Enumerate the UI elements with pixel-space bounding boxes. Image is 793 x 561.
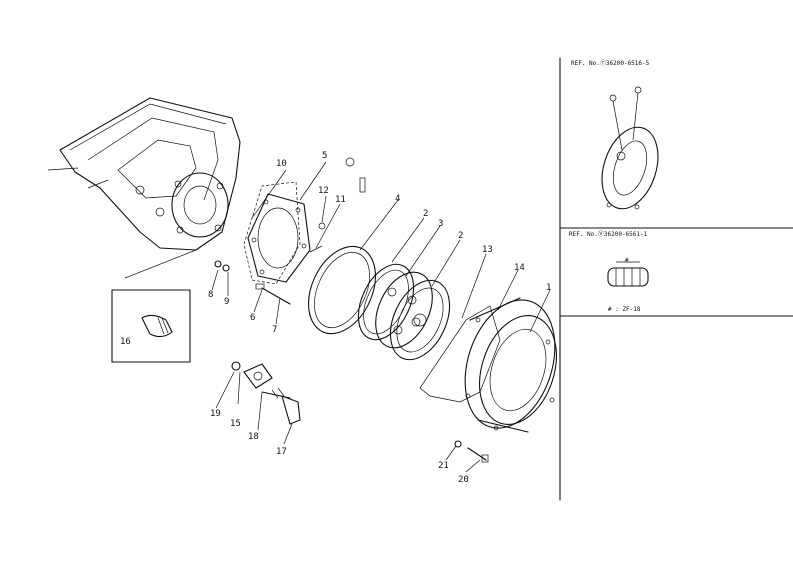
bolt-20-washer-21 bbox=[454, 440, 489, 463]
callout-12: 12 bbox=[318, 186, 329, 196]
plate-3 bbox=[375, 271, 433, 349]
inset-bottom-note: # : ZF-18 bbox=[608, 306, 641, 313]
callout-7: 7 bbox=[272, 325, 277, 335]
callout-9: 9 bbox=[224, 297, 229, 307]
item-16-inset-box bbox=[111, 289, 191, 363]
inset-bottom-clip: # bbox=[607, 257, 649, 287]
clutch-cover-1 bbox=[464, 297, 557, 433]
callout-20: 20 bbox=[458, 475, 469, 485]
callout-19: 19 bbox=[210, 409, 221, 419]
callout-11: 11 bbox=[335, 195, 346, 205]
gasket-13 bbox=[419, 305, 501, 403]
leader-lines bbox=[211, 161, 551, 473]
callout-2-front: 2 bbox=[423, 209, 428, 219]
inset-panels: REF. No.Ⓣ36200-6516-5 REF. No.Ⓥ36200-656… bbox=[559, 57, 793, 501]
callout-3: 3 bbox=[438, 219, 443, 229]
callout-2-rear: 2 bbox=[458, 231, 463, 241]
callout-16: 16 bbox=[120, 337, 131, 347]
disc-2-rear bbox=[389, 279, 451, 361]
callout-8: 8 bbox=[208, 290, 213, 300]
gasket-10 bbox=[243, 181, 301, 285]
small-fasteners bbox=[214, 157, 366, 305]
callout-10: 10 bbox=[276, 159, 287, 169]
callout-6: 6 bbox=[250, 313, 255, 323]
inset-bottom-ref-label: REF. No.Ⓥ36200-6561-1 bbox=[569, 230, 648, 238]
transmission-housing bbox=[47, 97, 241, 279]
cover-plate-5 bbox=[247, 193, 311, 283]
lower-linkage-parts bbox=[231, 361, 301, 425]
callout-15: 15 bbox=[230, 419, 241, 429]
callout-17: 17 bbox=[276, 447, 287, 457]
callout-21: 21 bbox=[438, 461, 449, 471]
inset-top-gasket bbox=[601, 86, 659, 210]
callout-14: 14 bbox=[514, 263, 525, 273]
callout-5: 5 bbox=[322, 151, 327, 161]
callout-labels: 1 2 2 3 4 5 6 7 8 9 10 11 12 13 14 15 16… bbox=[120, 151, 551, 485]
svg-text:#: # bbox=[625, 257, 629, 264]
callout-1: 1 bbox=[546, 283, 551, 293]
callout-4: 4 bbox=[395, 194, 400, 204]
inset-top-ref-label: REF. No.Ⓣ36200-6516-5 bbox=[571, 59, 650, 67]
callout-13: 13 bbox=[482, 245, 493, 255]
callout-18: 18 bbox=[248, 432, 259, 442]
disc-2-front bbox=[357, 263, 415, 341]
friction-disc-4 bbox=[308, 245, 376, 335]
